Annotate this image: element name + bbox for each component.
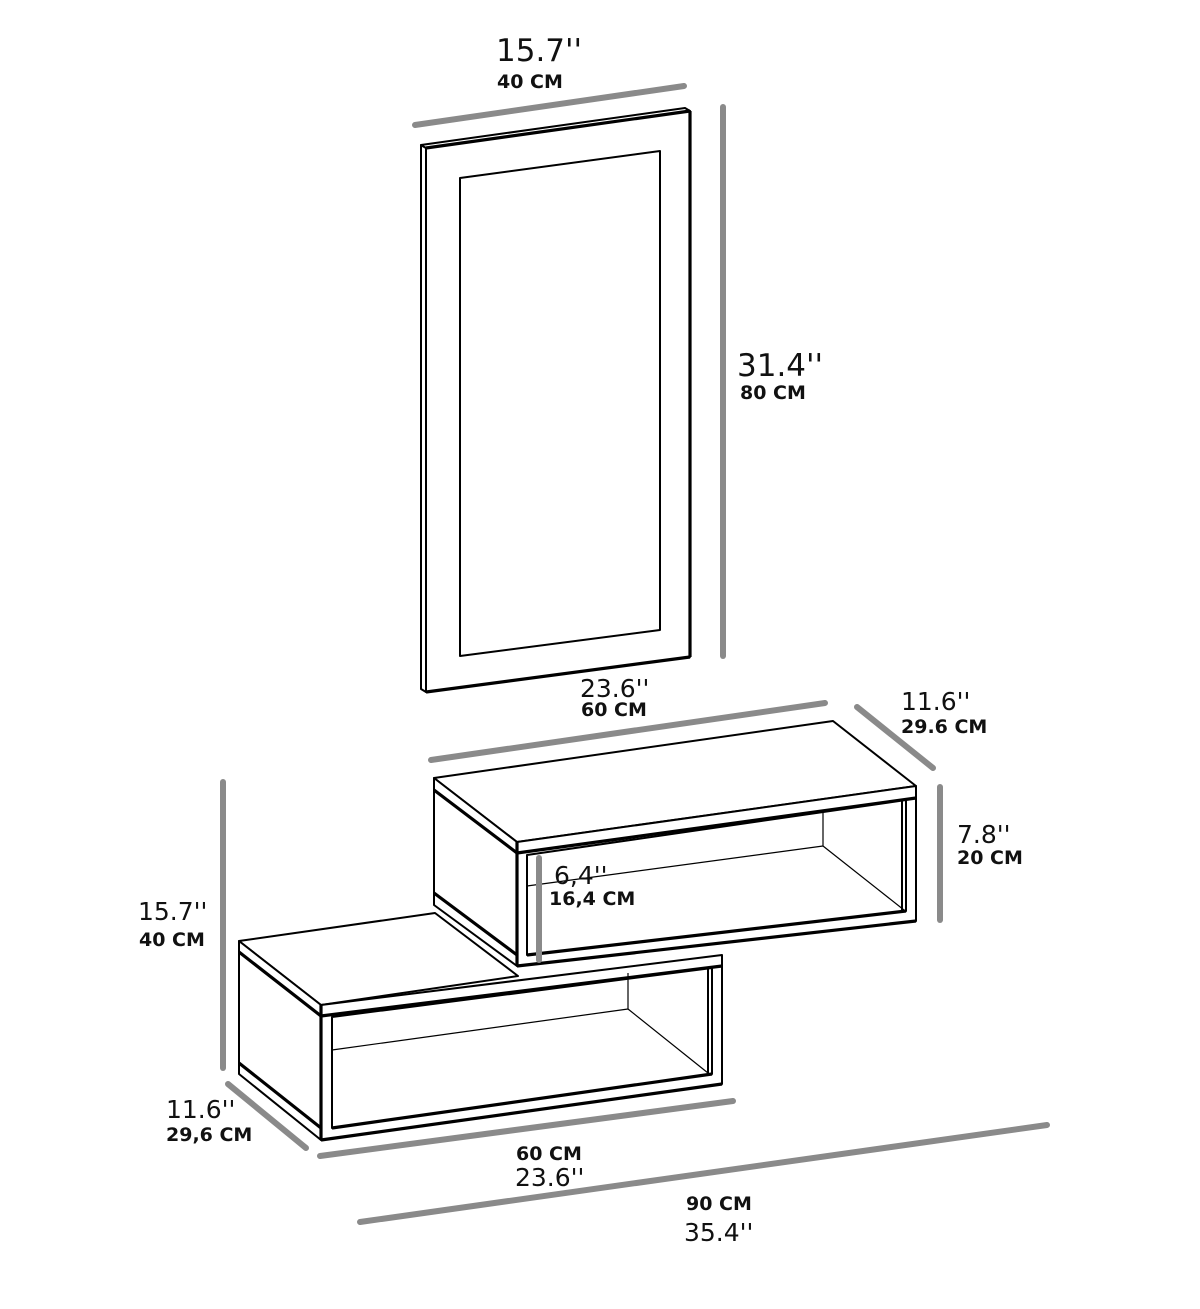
upper-shelf-depth-inches-label: 11.6'' (901, 687, 971, 716)
total-height-inches-label: 15.7'' (138, 897, 208, 926)
mirror-height-cm-label: 80 CM (740, 382, 806, 404)
upper-shelf-inner-height-cm-label: 16,4 CM (549, 888, 636, 910)
mirror-width-inches-label: 15.7'' (496, 33, 583, 69)
lower-shelf-depth-cm-label: 29,6 CM (166, 1124, 253, 1146)
upper-shelf-width-inches-label: 23.6'' (580, 674, 650, 703)
overall-width-dim-line (357, 1122, 1050, 1225)
lower-shelf-width-cm-label: 60 CM (516, 1143, 582, 1165)
upper-shelf (433, 720, 917, 968)
mirror-height-inches-label: 31.4'' (737, 348, 824, 384)
total-height-cm-label: 40 CM (139, 929, 205, 951)
mirror (420, 107, 692, 694)
upper-shelf-height-inches-label: 7.8'' (957, 820, 1011, 849)
upper-shelf-width-cm-label: 60 CM (581, 699, 647, 721)
lower-shelf (238, 912, 723, 1142)
overall-width-inches-label: 35.4'' (684, 1218, 754, 1247)
upper-shelf-width-dim-line (428, 700, 828, 763)
overall-width-cm-label: 90 CM (686, 1193, 752, 1215)
lower-shelf-width-dim-line (317, 1098, 736, 1159)
upper-shelf-height-cm-label: 20 CM (957, 847, 1023, 869)
lower-shelf-width-inches-label: 23.6'' (515, 1163, 585, 1192)
mirror-width-dim-line (412, 83, 687, 128)
upper-shelf-depth-dim-line (854, 704, 936, 771)
upper-shelf-depth-cm-label: 29.6 CM (901, 716, 988, 738)
mirror-glass (459, 150, 661, 657)
lower-shelf-depth-inches-label: 11.6'' (166, 1095, 236, 1124)
upper-shelf-inner-height-inches-label: 6,4'' (554, 861, 608, 890)
mirror-width-cm-label: 40 CM (497, 71, 563, 93)
lower-shelf-depth-dim-line (225, 1081, 309, 1151)
